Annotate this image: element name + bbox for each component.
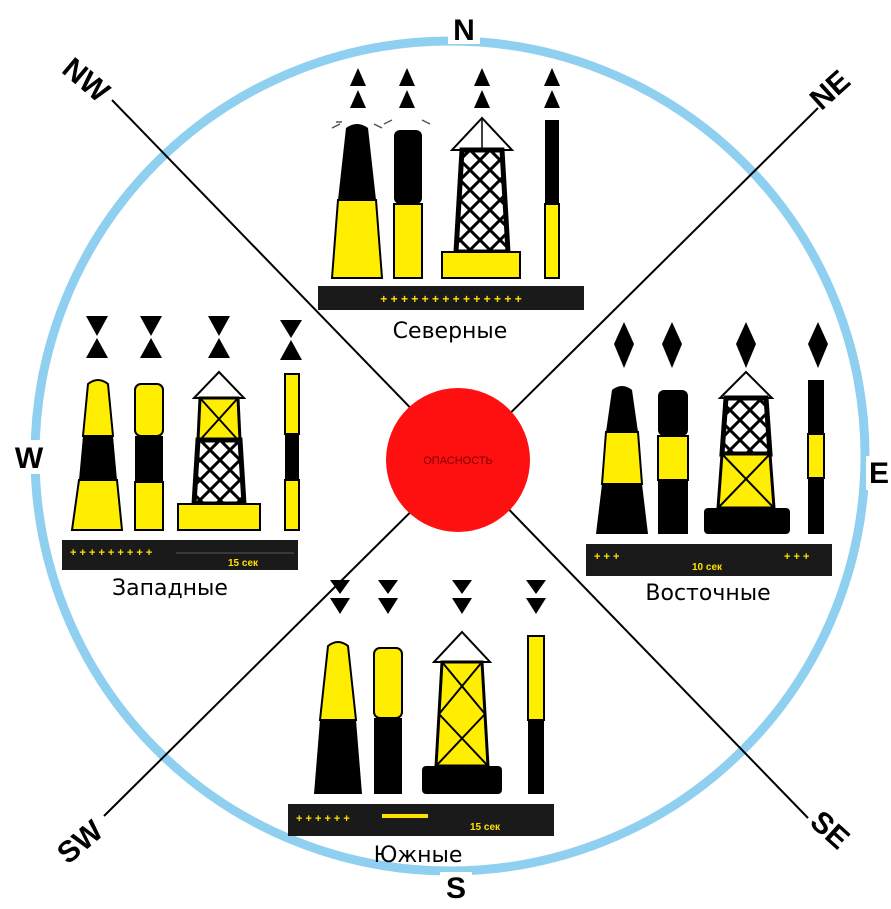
north-pillar-buoy	[384, 120, 430, 278]
south-timing: 15 сек	[470, 822, 501, 833]
east-pillar-buoy	[658, 390, 688, 534]
east-quadrant-label: Восточные	[645, 581, 770, 606]
east-timing: 10 сек	[692, 562, 723, 573]
west-topmark-1	[86, 316, 108, 358]
south-lattice-tower	[422, 632, 502, 794]
north-topmark-2	[399, 68, 415, 108]
north-quadrant-label: Северные	[393, 319, 508, 344]
north-spar-buoy	[545, 120, 559, 278]
north-topmark-3	[474, 68, 490, 108]
south-pillar-buoy	[374, 648, 402, 794]
east-light-strip: + + + + + + 10 сек	[586, 544, 832, 576]
west-light-strip: + + + + + + + + + 15 сек	[62, 540, 298, 570]
west-label: W	[15, 442, 44, 475]
north-conical-buoy	[332, 122, 382, 278]
danger-label: ОПАСНОСТЬ	[423, 455, 493, 467]
north-marks-group: + + + + + + + + + + + + + + Северные	[318, 68, 584, 344]
east-label: E	[869, 457, 889, 490]
east-topmark-3	[736, 322, 756, 368]
north-label: N	[453, 14, 475, 47]
west-lattice-tower	[178, 372, 260, 530]
east-topmark-4	[808, 322, 828, 368]
north-topmark-4	[544, 68, 560, 108]
south-topmark-2	[378, 580, 398, 614]
southwest-label: SW	[51, 814, 110, 871]
northwest-label: NW	[56, 52, 116, 110]
svg-text:+ + +: + + +	[784, 551, 809, 563]
south-label: S	[446, 872, 466, 905]
south-topmark-1	[330, 580, 350, 614]
south-topmark-3	[452, 580, 472, 614]
svg-text:+ + + + + +: + + + + + +	[296, 813, 350, 825]
svg-text:+ + + + + + + + + + + + + +: + + + + + + + + + + + + + +	[380, 292, 521, 306]
east-topmark-1	[614, 322, 634, 368]
west-quadrant-label: Западные	[112, 576, 228, 601]
east-spar-buoy	[808, 380, 824, 534]
north-lattice-tower	[442, 118, 520, 278]
south-spar-buoy	[528, 636, 544, 794]
svg-text:+ + + + + + + + +: + + + + + + + + +	[70, 547, 152, 559]
south-marks-group: + + + + + + 15 сек Южные	[288, 580, 554, 868]
east-lattice-tower	[704, 372, 790, 534]
east-marks-group: + + + + + + 10 сек Восточные	[586, 322, 832, 606]
south-light-strip: + + + + + + 15 сек	[288, 804, 554, 836]
svg-text:+ + +: + + +	[594, 551, 619, 563]
northeast-label: NE	[804, 64, 857, 116]
east-topmark-2	[662, 322, 682, 368]
north-light-strip: + + + + + + + + + + + + + +	[318, 286, 584, 310]
west-spar-buoy	[285, 374, 299, 530]
west-pillar-buoy	[135, 384, 163, 530]
west-topmark-2	[140, 316, 162, 358]
west-timing: 15 сек	[228, 558, 259, 569]
east-conical-buoy	[596, 386, 648, 534]
west-topmark-4	[280, 320, 302, 360]
north-topmark-1	[350, 68, 366, 108]
west-conical-buoy	[72, 380, 122, 530]
west-marks-group: + + + + + + + + + 15 сек Западные	[62, 316, 302, 601]
south-topmark-4	[526, 580, 546, 614]
south-conical-buoy	[314, 642, 362, 794]
south-quadrant-label: Южные	[374, 843, 463, 868]
west-topmark-3	[208, 316, 230, 358]
southeast-label: SE	[804, 805, 856, 856]
